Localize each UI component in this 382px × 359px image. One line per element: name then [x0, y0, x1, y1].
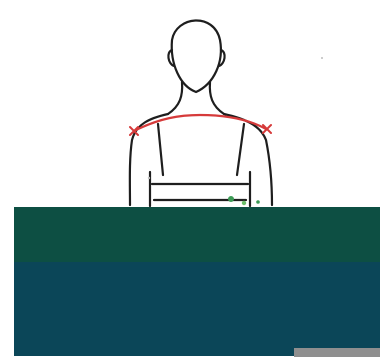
- top-color-band: [14, 207, 380, 263]
- upper-body-figure-icon: [130, 20, 272, 206]
- head-outline: [172, 20, 221, 92]
- neck-right: [210, 82, 224, 114]
- gray-tab: [294, 348, 380, 357]
- left-strap: [158, 124, 163, 175]
- bottom-color-band: [14, 262, 380, 356]
- neck-left: [168, 82, 182, 114]
- right-strap: [237, 124, 244, 175]
